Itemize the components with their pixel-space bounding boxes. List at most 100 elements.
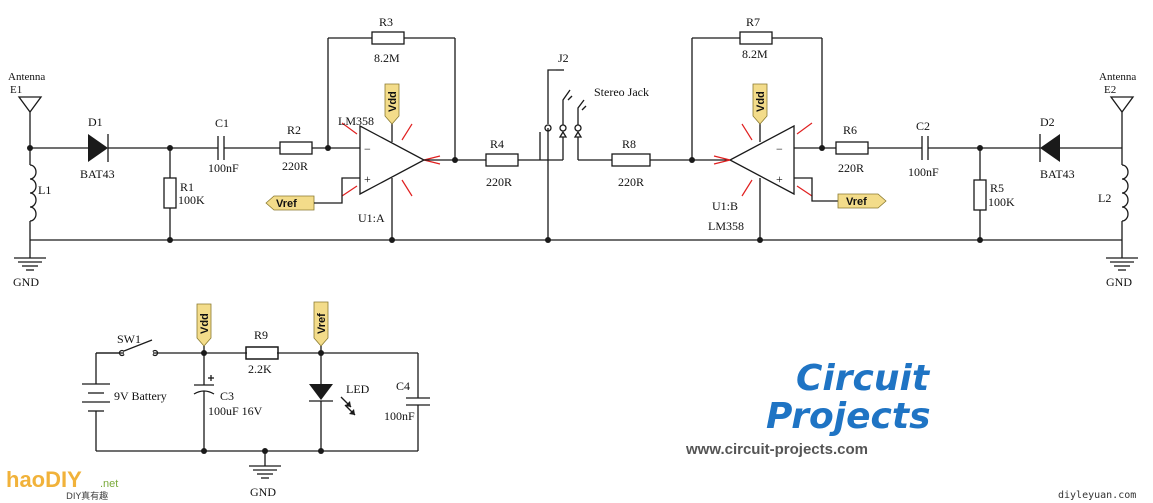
opamp-u1a [341,117,455,240]
antenna-e2-label: Antenna [1099,71,1136,83]
battery-label: 9V Battery [114,389,167,403]
svg-text:Vdd: Vdd [387,91,399,112]
c1-label: C1 [215,116,229,130]
r7-label: R7 [746,15,760,29]
u1a-label: U1:A [358,211,385,225]
junction-dot [757,237,763,243]
d1-part: BAT43 [80,167,115,181]
junction-dot [545,237,551,243]
resistor-r7 [691,31,823,160]
vdd-tag: Vdd [384,83,400,125]
svg-text:.net: .net [100,478,118,490]
r1-value: 100K [178,193,205,207]
r6-label: R6 [843,123,857,137]
ground-symbol [1106,257,1138,271]
r7-value: 8.2M [742,47,768,61]
switch-sw1 [95,339,159,380]
battery-9v [82,380,110,451]
resistor-r1 [163,148,177,240]
junction-dot [318,448,324,454]
wire [794,177,838,202]
c2-label: C2 [916,119,930,133]
junction-dot [389,237,395,243]
c2-value: 100nF [908,165,939,179]
stereo-jack-j2 [540,69,612,240]
e2-label: E2 [1104,84,1116,96]
resistor-r8 [611,153,730,167]
svg-text:Circuit: Circuit [796,358,931,399]
diode-d1 [88,134,218,162]
capacitor-c4 [406,353,430,451]
r9-value: 2.2K [248,362,272,376]
ground-symbol [14,240,46,271]
r8-label: R8 [622,137,636,151]
c3-value: 100uF 16V [208,404,263,418]
u1b-label: U1:B [712,199,738,213]
e1-label: E1 [10,84,22,96]
l1-label: L1 [38,183,51,197]
junction-dot [167,237,173,243]
vdd-tag: Vdd [196,303,212,353]
d2-label: D2 [1040,115,1055,129]
c3-label: C3 [220,389,234,403]
gnd-label: GND [250,485,276,499]
r5-label: R5 [990,181,1004,195]
r2-label: R2 [287,123,301,137]
resistor-r5 [973,148,987,240]
r6-value: 220R [838,161,864,175]
r4-label: R4 [490,137,504,151]
vref-tag: Vref [265,195,315,211]
r4-value: 220R [486,175,512,189]
vdd-tag: Vdd [752,83,768,125]
circuit-projects-logo: Circuit Projects [766,358,931,437]
inductor-l1 [29,148,37,240]
antenna-e2 [1109,96,1135,165]
resistor-r2 [279,141,360,155]
capacitor-c3 [193,353,215,451]
r9-label: R9 [254,328,268,342]
r8-value: 220R [618,175,644,189]
capacitor-c2 [921,136,1040,160]
svg-text:Vref: Vref [316,313,328,334]
haodiy-watermark: haoDIY .net DIY真有趣 [6,467,118,502]
d2-part: BAT43 [1040,167,1075,181]
l2-label: L2 [1098,191,1111,205]
svg-text:Projects: Projects [766,396,931,437]
junction-dot [201,448,207,454]
opamp-u1b [713,120,836,240]
j2-label: J2 [558,51,569,65]
capacitor-c1 [217,136,280,160]
svg-text:Vref: Vref [276,198,297,210]
u1b-minus: − [776,142,783,156]
svg-text:Vdd: Vdd [755,91,767,112]
svg-text:DIY真有趣: DIY真有趣 [66,490,108,502]
u1b-part: LM358 [708,219,744,233]
u1a-plus: + [364,172,371,186]
antenna-e1-label: Antenna [8,71,45,83]
junction-dot [977,237,983,243]
svg-text:Vdd: Vdd [199,313,211,334]
diode-d2 [1039,134,1122,162]
gnd-label: GND [1106,275,1132,289]
wire [314,177,360,204]
r3-label: R3 [379,15,393,29]
r2-value: 220R [282,159,308,173]
gnd-label: GND [13,275,39,289]
resistor-r3 [327,31,456,160]
d1-label: D1 [88,115,103,129]
led [309,353,356,451]
ground-symbol [249,451,281,479]
u1a-part: LM358 [338,114,374,128]
sw1-label: SW1 [117,332,141,346]
svg-text:haoDIY: haoDIY [6,467,82,492]
vref-tag: Vref [313,301,329,353]
vref-tag: Vref [837,193,887,209]
c4-value: 100nF [384,409,415,423]
r3-value: 8.2M [374,51,400,65]
c1-value: 100nF [208,161,239,175]
diyleyuan-watermark: diyleyuan.com [1058,490,1136,501]
svg-text:Vref: Vref [846,196,867,208]
stereo-jack-label: Stereo Jack [594,85,649,99]
r5-value: 100K [988,195,1015,209]
